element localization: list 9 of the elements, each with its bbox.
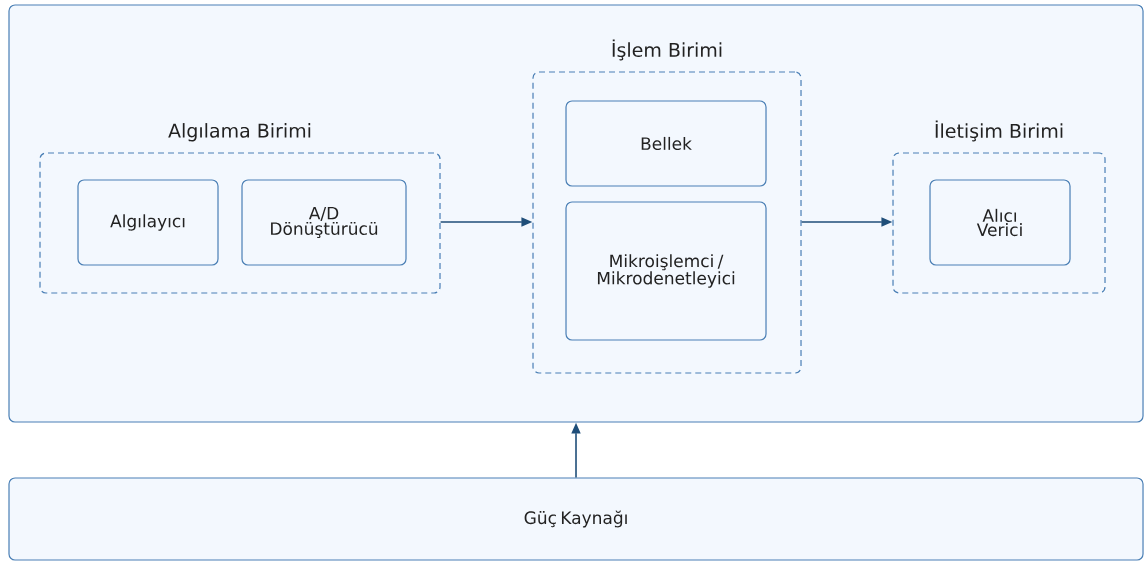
node-label: İşlem Birimi	[612, 39, 722, 61]
node-label: İletişim Birimi	[935, 120, 1063, 142]
node-label: Algılama Birimi	[168, 123, 311, 142]
power-box: Güç Kaynağı	[8, 477, 1144, 561]
process-box: A/D Dönüştürücü	[241, 179, 407, 266]
process-box: Bellek	[565, 100, 767, 187]
process-box: Alıcı Verici	[929, 179, 1071, 266]
process-box: Algılayıcı	[77, 179, 219, 266]
process-box: Mikroişlemci / Mikrodenetleyici	[565, 201, 767, 341]
